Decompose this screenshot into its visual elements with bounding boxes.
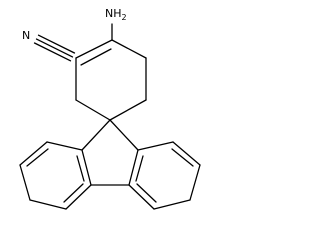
amine-group: NH2: [105, 7, 127, 41]
ring-double-bond-inner: [135, 155, 144, 182]
ring-double-bond-inner: [63, 183, 84, 203]
ring-double-bond-inner: [76, 155, 85, 182]
cyclohexene-ring: [75, 39, 147, 121]
nitrile-group: N: [22, 29, 76, 62]
ring-double-bond-inner: [80, 48, 112, 66]
amine-label-text: NH: [105, 7, 122, 20]
ring-bond: [46, 141, 83, 151]
ring-bond: [128, 184, 155, 210]
left-benzene-ring: [19, 141, 92, 210]
amine-subscript: 2: [122, 13, 127, 22]
ring-bond: [65, 184, 92, 210]
chemical-structure-diagram: N NH2: [19, 7, 201, 210]
ring-bond: [19, 164, 31, 201]
ring-double-bond-inner: [26, 148, 49, 167]
spiro-bond-right: [109, 119, 139, 151]
ring-double-bond-inner: [136, 183, 157, 203]
fluorene-five-membered-ring: [81, 119, 139, 186]
ring-double-bond: [75, 39, 113, 59]
triple-bond-line-2: [33, 42, 72, 62]
ring-bond: [75, 99, 111, 121]
ring-bond: [137, 141, 174, 151]
spiro-bond-left: [81, 119, 111, 151]
ring-bond: [109, 99, 147, 121]
ring-bond: [189, 164, 201, 201]
amine-label: NH2: [105, 7, 127, 22]
right-benzene-ring: [128, 141, 201, 210]
ring-bond: [81, 149, 92, 186]
ring-bond: [19, 141, 48, 166]
ring-bond: [128, 149, 139, 186]
ring-double-bond-inner: [171, 148, 194, 167]
ring-bond: [29, 199, 67, 210]
nitrogen-label: N: [22, 29, 30, 42]
triple-bond-line-3: [37, 34, 76, 54]
ring-bond: [111, 39, 147, 59]
triple-bond-line-1: [35, 38, 74, 58]
ring-bond: [172, 141, 201, 166]
ring-bond: [153, 199, 191, 210]
